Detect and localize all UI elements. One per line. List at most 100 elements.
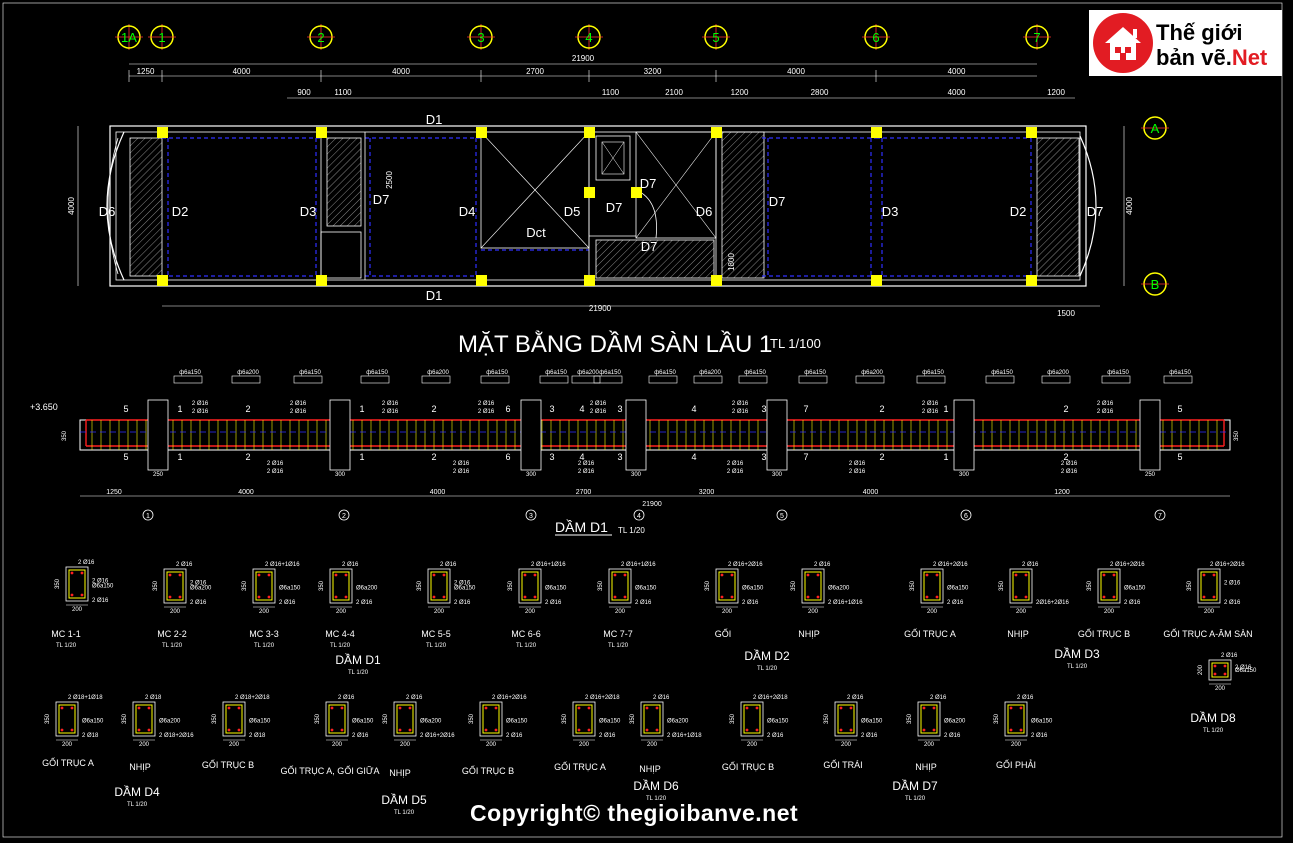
- section-top-label: 2 Ø18+1Ø18: [68, 695, 103, 701]
- section-width: 200: [1011, 742, 1022, 748]
- section-title: MC 3-3: [249, 629, 279, 639]
- stirrup-box: [648, 375, 678, 384]
- section-stirrup: [135, 704, 153, 734]
- section-stirrup: [166, 571, 184, 601]
- rebar-dot: [137, 706, 141, 710]
- section-top-label: 2 Ø16+2Ø16: [1110, 562, 1145, 568]
- section-width: 200: [62, 742, 73, 748]
- section-stirrup-label: Ø6a150: [635, 585, 657, 591]
- section-height: 350: [45, 713, 51, 724]
- section-mid-label: 2 Ø16: [92, 578, 109, 584]
- rebar-dot: [70, 593, 74, 597]
- section-top-label: 2 Ø16: [338, 695, 355, 701]
- stirrup-box: [421, 375, 451, 384]
- small-room: [320, 231, 362, 279]
- section-title: GỐI TRỤC A-ÂM SÀN: [1163, 628, 1252, 639]
- section-height: 350: [242, 580, 248, 591]
- dim-text: 4000: [1125, 197, 1134, 215]
- section-top-label: 2 Ø16: [1022, 562, 1039, 568]
- stirrup-box: [1041, 375, 1071, 384]
- rebar-dot: [330, 728, 334, 732]
- stirrup-box: [738, 375, 768, 384]
- rebar-dot: [60, 728, 64, 732]
- section-title: MC 7-7: [603, 629, 633, 639]
- section-stirrup-label: Ø6a150: [599, 718, 621, 724]
- section-title: MC 5-5: [421, 629, 451, 639]
- section-bot-label: 2 Ø16+1Ø16: [828, 600, 863, 606]
- rebar-dot: [147, 728, 151, 732]
- beam-title: DẦM D1: [555, 519, 608, 535]
- section-stirrup: [396, 704, 414, 734]
- section-width: 200: [722, 609, 733, 615]
- section-height: 350: [469, 713, 475, 724]
- section-outline: [329, 568, 353, 604]
- beam-label: D2: [1010, 204, 1027, 219]
- section-width: 200: [229, 742, 240, 748]
- section-outline: [427, 568, 451, 604]
- beam-label: Dct: [526, 225, 546, 240]
- beam-label: D7: [641, 239, 658, 254]
- section-mark: 2: [1063, 404, 1068, 414]
- rebar-dot: [839, 706, 843, 710]
- axis-mark: 6: [964, 513, 968, 520]
- section-height: 350: [1187, 580, 1193, 591]
- group-scale: TL 1/20: [127, 802, 148, 808]
- section-stirrup: [255, 571, 273, 601]
- section-mark: 2: [1063, 452, 1068, 462]
- brand-logo[interactable]: Thế giới bản vẽ.Net: [1089, 10, 1282, 76]
- rebar-dot: [533, 595, 537, 599]
- bar-label: 2 Ø16: [478, 409, 495, 415]
- rebar-dot: [645, 728, 649, 732]
- dim-text: 1200: [731, 88, 749, 97]
- section-top-label: 2 Ø16: [930, 695, 947, 701]
- section-mark: 5: [1177, 452, 1182, 462]
- rebar-dot: [613, 573, 617, 577]
- section-title: GỐI TRỤC A: [42, 757, 94, 768]
- section-mark: 1: [943, 404, 948, 414]
- section-title: MC 4-4: [325, 629, 355, 639]
- section-title: MC 1-1: [51, 629, 81, 639]
- section-mark: 7: [803, 404, 808, 414]
- section-title: GỐI TRỤC B: [1078, 628, 1130, 639]
- section-stirrup-label: Ø6a200: [828, 585, 850, 591]
- dim-text: 4000: [430, 489, 446, 496]
- stirrup-label: ф6a150: [179, 370, 201, 376]
- section-title: GỐI TRỤC A, GỐI GIỮA: [280, 765, 379, 776]
- bar-label: 2 Ø16: [382, 409, 399, 415]
- section-outline: [222, 701, 246, 737]
- dim-text: 900: [297, 88, 311, 97]
- beam-label: D1: [426, 288, 443, 303]
- section-height: 350: [994, 713, 1000, 724]
- section-bot-label: 2 Ø16: [454, 600, 471, 606]
- stirrup-label: ф6a150: [804, 370, 826, 376]
- row-bubble-label: B: [1151, 277, 1160, 292]
- axis-mark: 3: [529, 513, 533, 520]
- section-title: NHỊP: [389, 768, 411, 778]
- rebar-dot: [237, 728, 241, 732]
- axis-mark: 2: [342, 513, 346, 520]
- column: [631, 187, 642, 198]
- stirrup-box: [293, 375, 323, 384]
- dim-text: 2700: [526, 67, 544, 76]
- stirrup-box: [593, 375, 623, 384]
- section-top-label: 2 Ø16: [1017, 695, 1034, 701]
- section-stirrup-label: Ø6a150: [352, 718, 374, 724]
- column: [476, 127, 487, 138]
- group-scale: TL 1/20: [646, 796, 667, 802]
- section-mark: 2: [879, 404, 884, 414]
- axis-mark: 7: [1158, 513, 1162, 520]
- section-mark: 5: [1177, 404, 1182, 414]
- hatch-zone: [129, 137, 163, 277]
- section-stirrup: [328, 704, 346, 734]
- rebar-dot: [1009, 728, 1013, 732]
- dim-text: 1200: [1047, 88, 1065, 97]
- column: [584, 127, 595, 138]
- rebar-dot: [484, 728, 488, 732]
- section-stirrup-label: Ø6a150: [249, 718, 271, 724]
- rebar-dot: [922, 728, 926, 732]
- bar-label: 2 Ø16: [290, 409, 307, 415]
- section-outline: [55, 701, 79, 737]
- stirrup-box: [571, 375, 601, 384]
- stirrup-box: [480, 375, 510, 384]
- section-stirrup-label: Ø6a150: [82, 718, 104, 724]
